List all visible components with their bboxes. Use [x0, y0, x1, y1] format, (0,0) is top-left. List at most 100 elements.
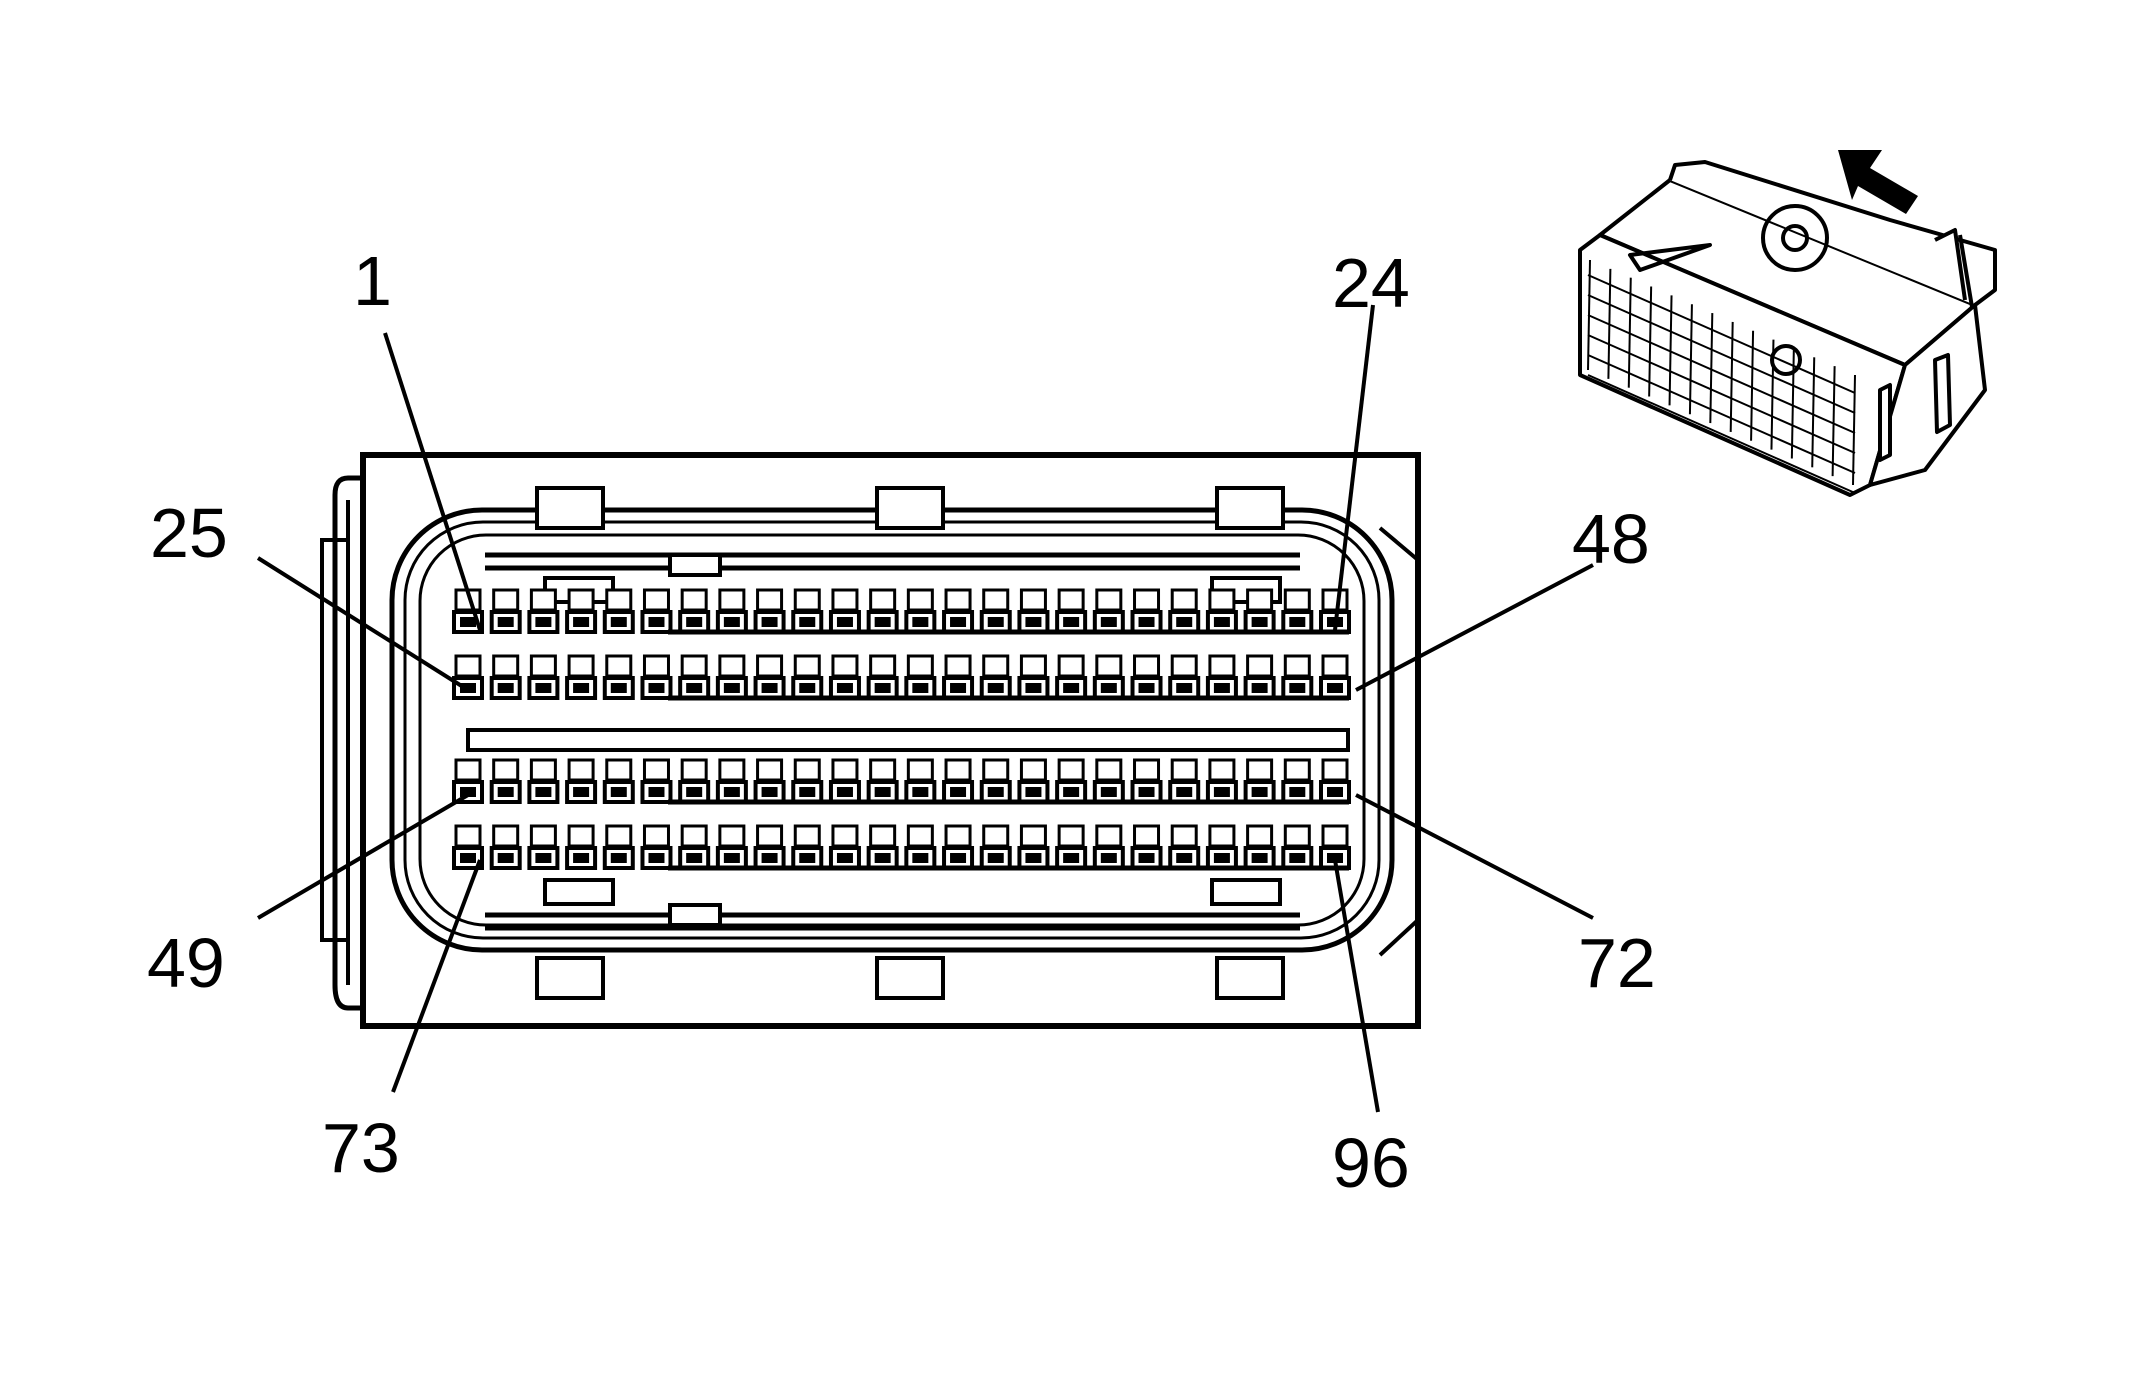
pin-contact-64 — [1025, 787, 1042, 797]
pin-cavity-93 — [1208, 824, 1236, 848]
pin-cavity-39 — [982, 654, 1010, 678]
pin-label-73: 73 — [322, 1109, 400, 1187]
pin-contact-22 — [1251, 617, 1268, 627]
pin-cavity-9 — [756, 588, 784, 612]
pin-contact-48 — [1327, 683, 1343, 693]
pin-cavity-76 — [567, 824, 595, 848]
pin-cavity-52 — [567, 758, 595, 782]
pin-contact-75 — [535, 853, 552, 863]
pin-contact-11 — [836, 617, 853, 627]
pin-contact-28 — [573, 683, 590, 693]
pin-cavity-96 — [1321, 824, 1349, 848]
pin-cavity-86 — [944, 824, 972, 848]
pin-cavity-36 — [869, 654, 897, 678]
key-slot — [1210, 878, 1282, 906]
pin-cavity-92 — [1170, 824, 1198, 848]
pin-contact-3 — [535, 617, 552, 627]
bottom-latch-tab — [875, 956, 945, 1000]
pin-label-24: 24 — [1332, 244, 1410, 322]
pin-contact-80 — [723, 853, 740, 863]
housing-tabs — [535, 486, 1285, 1000]
pin-contact-38 — [950, 683, 967, 693]
pin-contact-35 — [836, 683, 853, 693]
pin-contact-92 — [1176, 853, 1193, 863]
pin-contact-5 — [610, 617, 627, 627]
pin-cavity-31 — [680, 654, 708, 678]
pin-cavity-66 — [1095, 758, 1123, 782]
pin-contact-18 — [1100, 617, 1117, 627]
pin-cavity-82 — [793, 824, 821, 848]
pin-cavity-79 — [680, 824, 708, 848]
pin-cavity-12 — [869, 588, 897, 612]
pin-cavity-81 — [756, 824, 784, 848]
pin-contact-30 — [648, 683, 665, 693]
pin-cavity-78 — [642, 824, 670, 848]
iso-grid-line — [1587, 354, 1856, 474]
pin-cavity-37 — [906, 654, 934, 678]
pin-contact-8 — [723, 617, 740, 627]
iso-grid-line — [1688, 304, 1693, 415]
pin-contact-94 — [1251, 853, 1268, 863]
pin-contact-13 — [912, 617, 929, 627]
pin-contact-77 — [610, 853, 627, 863]
pin-contact-33 — [761, 683, 778, 693]
top-latch-tab — [1215, 486, 1285, 530]
pin-cavity-59 — [831, 758, 859, 782]
pin-cavity-34 — [793, 654, 821, 678]
pin-contact-54 — [648, 787, 665, 797]
pin-cavity-33 — [756, 654, 784, 678]
pin-contact-52 — [573, 787, 590, 797]
pin-contact-88 — [1025, 853, 1042, 863]
pin-contact-19 — [1138, 617, 1155, 627]
iso-grid-line — [1587, 314, 1856, 434]
pin-contact-68 — [1176, 787, 1193, 797]
pin-cavity-grid — [452, 588, 1351, 871]
pin-labels: 1 24 25 48 49 72 73 96 — [147, 242, 1656, 1202]
pin-label-72: 72 — [1578, 924, 1656, 1002]
iso-grid-line — [1587, 274, 1856, 394]
pin-contact-70 — [1251, 787, 1268, 797]
pin-contact-40 — [1025, 683, 1042, 693]
pin-cavity-90 — [1095, 824, 1123, 848]
iso-grid-line — [1587, 374, 1856, 494]
pin-cavity-77 — [605, 824, 633, 848]
pin-label-49: 49 — [147, 924, 225, 1002]
pin-cavity-41 — [1057, 654, 1085, 678]
pin-contact-53 — [610, 787, 627, 797]
pin-cavity-13 — [906, 588, 934, 612]
pin-cavity-11 — [831, 588, 859, 612]
pin-contact-27 — [535, 683, 552, 693]
pin-contact-32 — [723, 683, 740, 693]
pin-cavity-61 — [906, 758, 934, 782]
pin-contact-95 — [1289, 853, 1306, 863]
pin-cavity-32 — [718, 654, 746, 678]
pin-contact-87 — [987, 853, 1004, 863]
pin-cavity-87 — [982, 824, 1010, 848]
pin-contact-16 — [1025, 617, 1042, 627]
pin-contact-31 — [686, 683, 703, 693]
pin-cavity-55 — [680, 758, 708, 782]
pin-contact-69 — [1213, 787, 1230, 797]
pin-cavity-57 — [756, 758, 784, 782]
pin-contact-73 — [460, 853, 476, 863]
pin-contact-9 — [761, 617, 778, 627]
pin-cavity-38 — [944, 654, 972, 678]
pin-cavity-60 — [869, 758, 897, 782]
pin-contact-96 — [1327, 853, 1343, 863]
connector-body — [320, 452, 1421, 1029]
pin-contact-84 — [874, 853, 891, 863]
pin-cavity-69 — [1208, 758, 1236, 782]
pin-cavity-44 — [1170, 654, 1198, 678]
pin-cavity-58 — [793, 758, 821, 782]
pin-contact-37 — [912, 683, 929, 693]
pin-cavity-8 — [718, 588, 746, 612]
pin-cavity-46 — [1246, 654, 1274, 678]
pin-cavity-70 — [1246, 758, 1274, 782]
pin-cavity-7 — [680, 588, 708, 612]
pin-contact-60 — [874, 787, 891, 797]
pin-contact-50 — [497, 787, 514, 797]
pin-cavity-18 — [1095, 588, 1123, 612]
pin-cavity-56 — [718, 758, 746, 782]
polarization-key — [668, 553, 722, 577]
